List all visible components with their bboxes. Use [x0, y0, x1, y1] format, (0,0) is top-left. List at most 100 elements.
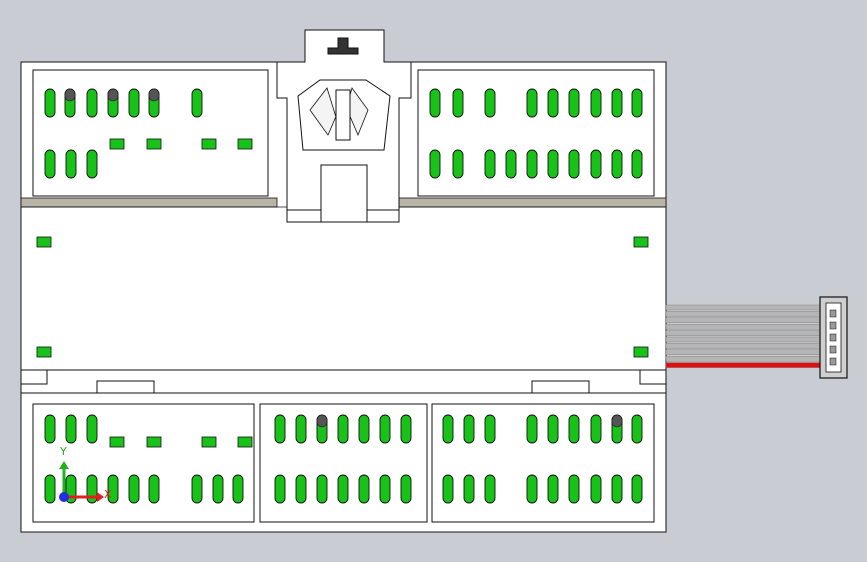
terminal-pin [631, 149, 643, 179]
terminal-pin [212, 474, 224, 504]
connector-contact [829, 309, 837, 318]
connector-contact [829, 321, 837, 330]
cable-wire [665, 311, 823, 317]
terminal-pin [295, 474, 307, 504]
terminal-pin [442, 414, 454, 444]
terminal-pin [631, 88, 643, 118]
terminal-pin [547, 88, 559, 118]
lower-tab-left [96, 380, 155, 394]
terminal-pin [452, 149, 464, 179]
cable-wire [665, 317, 823, 323]
led-pad [146, 138, 162, 150]
terminal-pin [611, 474, 623, 504]
terminal-pin [128, 88, 140, 118]
origin-point [59, 492, 69, 502]
lower-tab-right [531, 380, 590, 394]
cable-wire [665, 349, 823, 355]
latch-slot [320, 164, 368, 223]
side-clip-left [20, 369, 48, 385]
latch-hook [327, 37, 359, 55]
terminal-pin [86, 474, 98, 504]
led-pad [237, 138, 253, 150]
terminal-pin [526, 88, 538, 118]
terminal-pin [337, 474, 349, 504]
terminal-pin [191, 474, 203, 504]
terminal-pin [547, 414, 559, 444]
terminal-pin [44, 149, 56, 179]
terminal-pin [484, 149, 496, 179]
connector-contact [829, 333, 837, 342]
terminal-pin [65, 149, 77, 179]
cable-wire [665, 362, 823, 368]
terminal-pin [358, 474, 370, 504]
terminal-pin [379, 474, 391, 504]
terminal-pin [65, 414, 77, 444]
terminal-pin [505, 149, 517, 179]
cable-wire [665, 330, 823, 336]
terminal-pin [429, 149, 441, 179]
led-pad [201, 436, 217, 448]
terminal-pin [568, 474, 580, 504]
terminal-pin [463, 474, 475, 504]
spring-center [335, 89, 351, 141]
terminal-pin [44, 414, 56, 444]
connector-contact [829, 357, 837, 366]
terminal-pin [274, 414, 286, 444]
terminal-pin [568, 149, 580, 179]
terminal-pin [484, 474, 496, 504]
terminal-pin [107, 474, 119, 504]
terminal-pin [400, 474, 412, 504]
terminal-pin [86, 88, 98, 118]
led-pad [36, 236, 52, 248]
terminal-pin [86, 414, 98, 444]
cable-wire [665, 356, 823, 362]
terminal-pin [484, 414, 496, 444]
led-pad [201, 138, 217, 150]
upper-rail-left [20, 197, 278, 208]
terminal-pin [631, 414, 643, 444]
terminal-pin [590, 149, 602, 179]
terminal-pin [526, 474, 538, 504]
terminal-pin [442, 474, 454, 504]
terminal-pin [337, 414, 349, 444]
ribbon-cable [665, 296, 848, 379]
y-axis-label: Y [59, 445, 67, 458]
terminal-pin [148, 474, 160, 504]
cable-wire [665, 304, 823, 311]
terminal-pin-shade [148, 88, 160, 102]
x-axis-arrowhead [97, 492, 104, 502]
terminal-pin [611, 149, 623, 179]
upper-rail-right [398, 197, 667, 208]
side-clip-right [639, 369, 667, 385]
terminal-pin [44, 474, 56, 504]
terminal-pin [316, 474, 328, 504]
terminal-pin [463, 414, 475, 444]
terminal-pin-shade [316, 414, 328, 428]
cable-wire [665, 336, 823, 343]
led-pad [633, 346, 649, 358]
led-pad [633, 236, 649, 248]
terminal-pin [526, 149, 538, 179]
cable-wire [665, 324, 823, 330]
terminal-pin [631, 474, 643, 504]
terminal-pin [568, 88, 580, 118]
terminal-block-part [20, 29, 667, 533]
terminal-pin-shade [64, 88, 76, 102]
led-pad [109, 138, 125, 150]
terminal-pin [568, 414, 580, 444]
terminal-pin [86, 149, 98, 179]
terminal-pin [611, 88, 623, 118]
terminal-pin [590, 88, 602, 118]
led-pad [146, 436, 162, 448]
terminal-pin [590, 474, 602, 504]
terminal-pin [484, 88, 496, 118]
x-axis-label: X [104, 488, 112, 501]
terminal-pin-shade [107, 88, 119, 102]
coordinate-triad: X Y [59, 445, 112, 502]
terminal-pin [295, 414, 307, 444]
terminal-pin [128, 474, 140, 504]
terminal-pin [400, 414, 412, 444]
terminal-pin [547, 474, 559, 504]
led-pad [237, 436, 253, 448]
